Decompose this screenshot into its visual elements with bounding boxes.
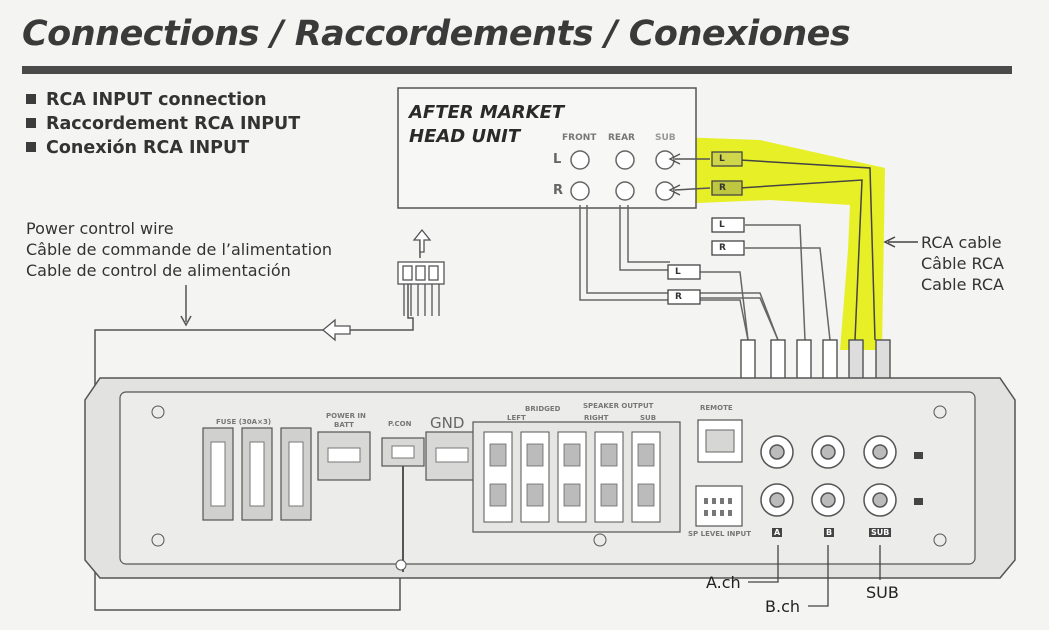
rear-plug-left-letter: L [719, 220, 725, 230]
rca-plug-icon [667, 151, 745, 305]
sub-output-label: SUB [640, 414, 657, 422]
terminal-details [327, 445, 469, 463]
amp-ch-sub-badge: SUB [869, 528, 892, 537]
amp-rca-jacks [760, 435, 897, 517]
rca-input-item-es: Conexión RCA INPUT [26, 136, 300, 160]
rca-cable-label: RCA cable Câble RCA Cable RCA [921, 233, 1004, 294]
pcon-label: P.CON [388, 420, 412, 428]
bridged-label: BRIDGED [525, 405, 561, 413]
right-label: RIGHT [584, 414, 609, 422]
rca-jack-icon [655, 181, 675, 201]
front-plug-right-letter: R [675, 292, 682, 302]
left-arrow-icon [321, 318, 351, 342]
amp-ch-a-badge: A [772, 528, 783, 537]
power-in-label: POWER IN [326, 412, 366, 420]
channel-b-label: B.ch [765, 597, 800, 616]
rca-jack-icon [570, 150, 590, 170]
bullet-square-icon [26, 142, 36, 152]
rca-plug-arrows [668, 153, 711, 196]
rca-jack-icon [655, 150, 675, 170]
sub-cable [739, 159, 876, 341]
page-title: Connections / Raccordements / Conexiones [22, 14, 851, 54]
fuse-blades [210, 441, 304, 507]
rca-jack-icon [615, 181, 635, 201]
amp-rca-side-marks [914, 452, 923, 505]
channel-a-label: A.ch [706, 573, 741, 592]
left-jack-letter: L [553, 152, 562, 167]
bullet-square-icon [26, 118, 36, 128]
sp-level-input-jack [695, 485, 743, 527]
batt-label: BATT [334, 421, 354, 429]
rca-jack-icon [615, 150, 635, 170]
head-unit-box [397, 87, 697, 209]
head-unit-jacks [570, 150, 675, 201]
rca-jack-icon [570, 181, 590, 201]
sp-level-pins [704, 498, 732, 516]
power-control-label: Power control wire Câble de commande de … [26, 219, 332, 280]
sub-plug-right-letter: R [719, 183, 726, 193]
left-label: LEFT [507, 414, 526, 422]
speaker-terminal-slots [489, 443, 655, 507]
down-arrow-icon [180, 315, 192, 327]
rca-input-item-fr: Raccordement RCA INPUT [26, 112, 300, 136]
head-unit-label: AFTER MARKET HEAD UNIT [409, 102, 565, 147]
front-jack-label: FRONT [562, 133, 597, 143]
front-plug-left-letter: L [675, 267, 681, 277]
rca-input-list: RCA INPUT connection Raccordement RCA IN… [26, 88, 300, 160]
bullet-square-icon [26, 94, 36, 104]
sp-level-input-label: SP LEVEL INPUT [688, 530, 751, 538]
right-jack-letter: R [553, 183, 564, 198]
speaker-output-label: SPEAKER OUTPUT [583, 402, 654, 410]
power-connector-icon [397, 261, 445, 316]
channel-sub-label: SUB [866, 583, 899, 602]
power-bus-line [94, 329, 401, 611]
sub-cable-highlight [650, 136, 885, 350]
sub-jack-label: SUB [655, 133, 676, 143]
remote-label: REMOTE [700, 404, 733, 412]
rca-input-item-en: RCA INPUT connection [26, 88, 300, 112]
amp-ch-b-badge: B [824, 528, 835, 537]
remote-jack-inner [705, 429, 735, 453]
pcon-wire-end [395, 559, 407, 571]
up-arrow-icon [412, 228, 432, 253]
rear-plug-right-letter: R [719, 243, 726, 253]
channel-leader-lines [748, 545, 881, 607]
title-rule [22, 66, 1012, 74]
sub-plug-left-letter: L [719, 154, 725, 164]
gnd-label: GND [430, 414, 465, 432]
rear-jack-label: REAR [608, 133, 635, 143]
fuse-label: FUSE (30A×3) [216, 418, 272, 426]
